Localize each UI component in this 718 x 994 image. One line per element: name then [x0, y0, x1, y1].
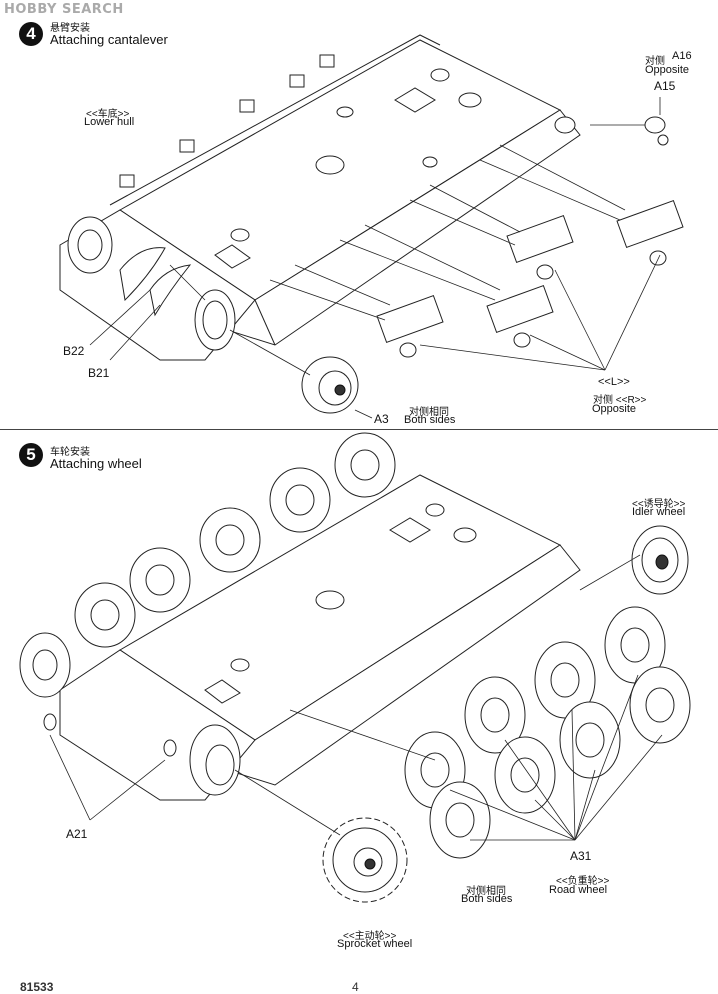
step5-title-en: Attaching wheel — [50, 456, 142, 471]
part-b21: B21 — [88, 366, 110, 380]
step5-both-sides-cn: 对侧相同 — [466, 886, 506, 897]
step-divider — [0, 429, 718, 430]
step4-title-cn: 悬臂安装 — [50, 23, 90, 34]
lower-hull-cn: <<车底>> — [86, 109, 130, 120]
sprocket-wheel — [322, 817, 408, 903]
opposite-top-en: Opposite — [645, 64, 690, 76]
opposite-r-cn: 对侧 <<R>> — [593, 395, 647, 406]
idler-wheel-cn: <<诱导轮>> — [632, 499, 686, 510]
kit-code: 81533 — [20, 980, 54, 994]
part-a15: A15 — [654, 79, 676, 93]
part-a21: A21 — [66, 827, 88, 841]
road-wheel-en: Road wheel — [549, 884, 608, 896]
mounted-road-wheels — [19, 432, 396, 698]
l-marker: <<L>> — [598, 376, 630, 388]
loose-road-wheels — [404, 606, 691, 859]
part-b22: B22 — [63, 344, 85, 358]
step4-badge: 4 — [19, 22, 43, 46]
step4-both-sides-cn: 对侧相同 — [409, 407, 449, 418]
step5-badge: 5 — [19, 443, 43, 467]
sprocket-wheel-cn: <<主动轮>> — [343, 931, 397, 942]
watermark: HOBBY SEARCH — [4, 2, 124, 17]
road-wheel-cn: <<负重轮>> — [556, 876, 610, 887]
step4-hull-drawing — [59, 34, 684, 419]
part-a16: A16 — [672, 50, 692, 62]
opposite-top-cn: 对侧 — [645, 56, 665, 67]
step5-title-cn: 车轮安装 — [50, 447, 90, 458]
step5-both-sides-en: Both sides — [461, 893, 513, 905]
page-number: 4 — [352, 980, 359, 994]
suspension-arms — [376, 199, 684, 358]
sprocket-wheel-en: Sprocket wheel — [337, 938, 413, 950]
opposite-r-en: Opposite — [592, 403, 637, 415]
part-a31: A31 — [570, 849, 592, 863]
idler-wheel-en: Idler wheel — [632, 506, 686, 518]
step4-both-sides-en: Both sides — [404, 414, 456, 426]
lower-hull-en: Lower hull — [84, 116, 135, 128]
idler-wheel — [631, 525, 689, 595]
step4-title-en: Attaching cantalever — [50, 32, 168, 47]
part-a3: A3 — [374, 412, 389, 426]
